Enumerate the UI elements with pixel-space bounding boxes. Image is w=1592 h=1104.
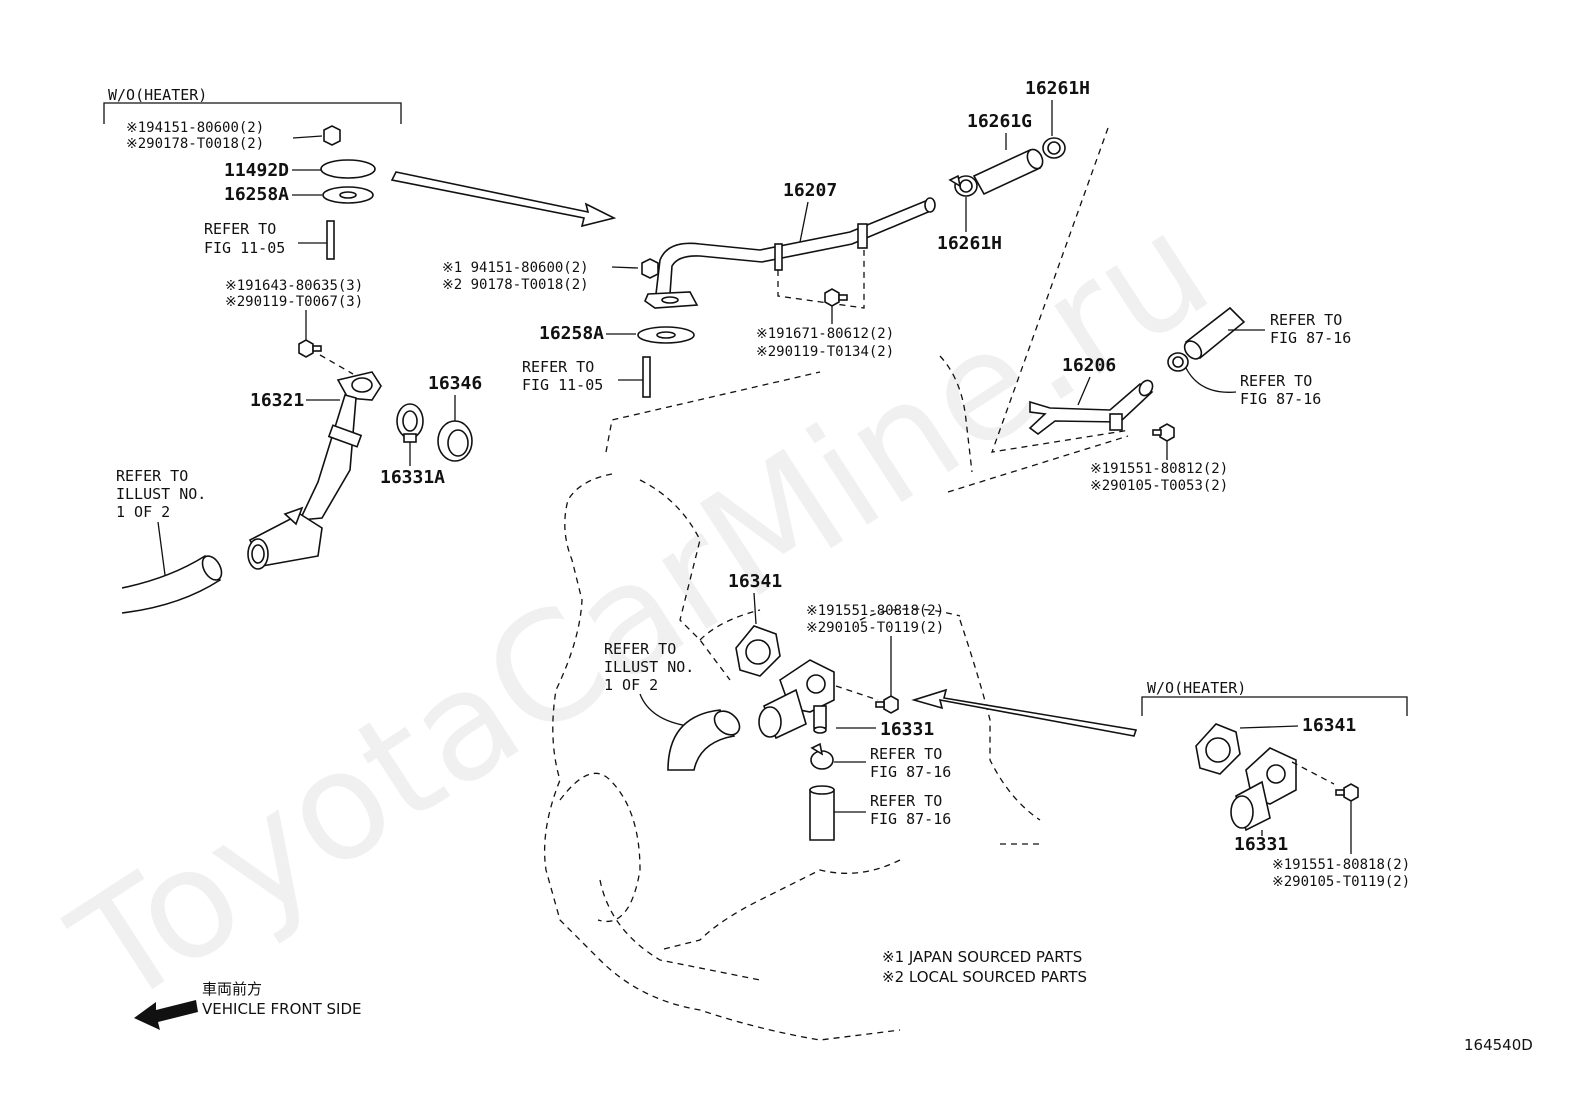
part-16261H-top: 16261H [1025,78,1090,99]
hose-icon-center [667,709,741,771]
part-16331-mid: 16331 [880,719,934,740]
wo-heater-bracket-left [103,102,402,124]
bolt-icon-2 [824,288,848,307]
water-bypass-pipe-16207 [644,197,936,309]
ref-label-6a: REFER TO [604,640,676,658]
ref-label-7b: FIG 87-16 [870,763,951,781]
part-16207: 16207 [783,180,837,201]
part-16261G: 16261G [967,111,1032,132]
ref-label-2a: REFER TO [522,358,594,376]
code-e1: ※191551-80812(2) [1090,461,1228,477]
code-f1: ※191551-80818(2) [806,603,944,619]
wo-heater-label-left: W/O(HEATER) [108,86,207,104]
stud-bolt-icon-2 [642,356,651,398]
ref-label-4b: FIG 87-16 [1240,390,1321,408]
gasket-icon [320,159,376,179]
ref-label-5b: ILLUST NO. [116,485,206,503]
bolt-icon [298,339,322,358]
bolt-icon-5 [1335,783,1359,802]
code-a2: ※290178-T0018(2) [126,136,264,152]
hose-icon-bottom [809,785,835,841]
wo-heater-label-right: W/O(HEATER) [1147,679,1246,697]
ref-label-3b: FIG 87-16 [1270,329,1351,347]
figure-id: 164540D [1464,1036,1533,1054]
part-16261H-bottom: 16261H [937,233,1002,254]
engine-outline [543,355,1041,1041]
hose-icon-left [121,554,223,614]
ref-label-8b: FIG 87-16 [870,810,951,828]
code-g2: ※290105-T0119(2) [1272,874,1410,890]
part-16346: 16346 [428,373,482,394]
legend-note-2: ※2 LOCAL SOURCED PARTS [882,968,1087,986]
hose-clamp-icon-bottom [948,174,978,197]
gasket-ring-icon [322,186,374,204]
part-16331-right: 16331 [1234,834,1288,855]
part-16331A: 16331A [380,467,445,488]
hose-clamp-icon-center [810,742,834,770]
gasket-icon-right [1195,723,1241,775]
ref-label-6c: 1 OF 2 [604,676,658,694]
legend-note-1: ※1 JAPAN SOURCED PARTS [882,948,1082,966]
gasket-icon-center [735,625,781,677]
part-16206: 16206 [1062,355,1116,376]
part-16341-mid: 16341 [728,571,782,592]
ref-label-3a: REFER TO [1270,311,1342,329]
code-b2: ※290119-T0067(3) [225,294,363,310]
ref-label-8a: REFER TO [870,792,942,810]
water-inlet-pipe-16321 [247,371,382,570]
code-f2: ※290105-T0119(2) [806,620,944,636]
code-e2: ※290105-T0053(2) [1090,478,1228,494]
ref-label-1a: REFER TO [204,220,276,238]
part-16258A-left: 16258A [224,184,289,205]
nut-icon-2 [641,258,659,279]
part-16258A-mid: 16258A [539,323,604,344]
hose-16261G [972,148,1044,196]
stud-bolt-icon [326,220,335,260]
ref-label-4a: REFER TO [1240,372,1312,390]
watermark: ToyotaCarMine.ru [44,181,1239,1041]
ref-label-7a: REFER TO [870,745,942,763]
code-g1: ※191551-80818(2) [1272,857,1410,873]
seal-ring-icon [437,420,473,462]
ref-label-5a: REFER TO [116,467,188,485]
part-11492D: 11492D [224,160,289,181]
nut-icon [323,125,341,146]
ref-label-5c: 1 OF 2 [116,503,170,521]
bolt-icon-4 [875,695,899,714]
code-d2: ※290119-T0134(2) [756,344,894,360]
part-16341-right: 16341 [1302,715,1356,736]
gasket-ring-icon-2 [637,326,695,344]
code-a1: ※194151-80600(2) [126,120,264,136]
code-d1: ※191671-80612(2) [756,326,894,342]
front-arrow-icon [134,1000,198,1030]
code-c2: ※2 90178-T0018(2) [442,277,589,293]
ref-label-2b: FIG 11-05 [522,376,603,394]
bolt-icon-3 [1152,423,1175,442]
arrow-icon-right [911,688,1138,737]
ref-label-1b: FIG 11-05 [204,239,285,257]
code-c1: ※1 94151-80600(2) [442,260,589,276]
arrow-icon-top [390,171,617,228]
water-pipe-16206 [1028,379,1154,436]
hose-icon-right [1183,306,1246,360]
hose-clamp-icon-right [1167,352,1189,372]
direction-label-jp: 車両前方 [202,980,262,998]
thermostat-icon [396,403,424,443]
hose-clamp-icon-top [1042,137,1066,159]
direction-label-en: VEHICLE FRONT SIDE [202,1000,362,1018]
part-16321: 16321 [250,390,304,411]
code-b1: ※191643-80635(3) [225,278,363,294]
wo-heater-bracket-right [1141,696,1408,716]
water-outlet-16331-right [1230,747,1297,832]
water-outlet-16331-mid [758,659,835,740]
ref-label-6b: ILLUST NO. [604,658,694,676]
